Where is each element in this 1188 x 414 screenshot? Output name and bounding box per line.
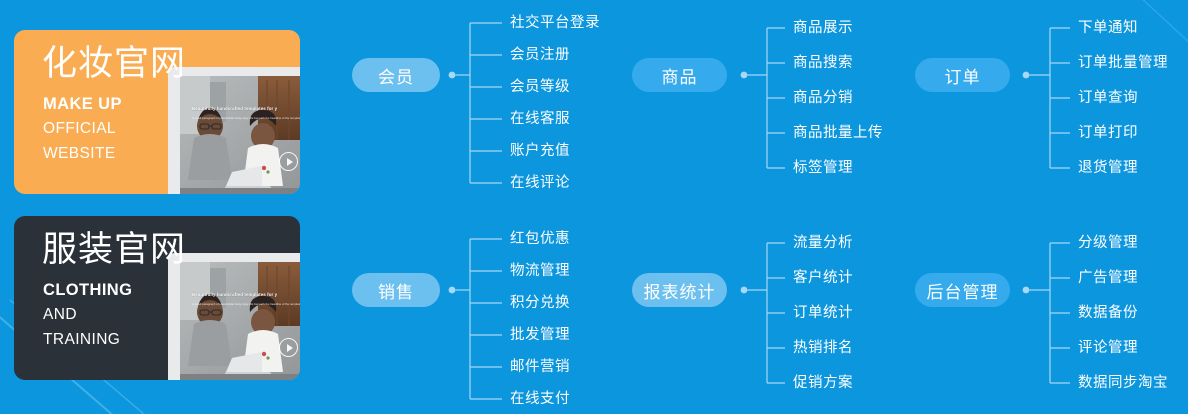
promo-card-clothing[interactable]: Beautifully handcrafted templates for y … — [14, 216, 300, 380]
card-subtitle-line2: OFFICIAL — [43, 120, 116, 137]
mindmap-leaf[interactable]: 账户充值 — [510, 143, 570, 159]
mindmap-leaf[interactable]: 促销方案 — [793, 375, 853, 391]
mindmap-node-label: 会员 — [378, 67, 414, 87]
card-title: 服装官网 — [42, 230, 187, 269]
card-subtitle-line1: CLOTHING — [43, 281, 133, 299]
mindmap-leaf[interactable]: 社交平台登录 — [510, 15, 600, 31]
mindmap-leaf[interactable]: 客户统计 — [793, 270, 853, 286]
mindmap-node-order[interactable]: 订单 — [915, 58, 1010, 92]
mindmap-leaf[interactable]: 数据备份 — [1078, 305, 1138, 321]
mindmap-node-product[interactable]: 商品 — [632, 58, 727, 92]
card-subtitle-line3: TRAINING — [43, 331, 121, 348]
mindmap-node-label: 后台管理 — [926, 282, 999, 302]
mindmap-leaf[interactable]: 商品搜索 — [793, 55, 853, 71]
mindmap-leaf[interactable]: 商品展示 — [793, 20, 853, 36]
card-subtitle: CLOTHING AND TRAINING — [43, 278, 132, 352]
mindmap-leaf[interactable]: 会员等级 — [510, 79, 570, 95]
mindmap-leaf[interactable]: 批发管理 — [510, 327, 570, 343]
mindmap-leaf[interactable]: 会员注册 — [510, 47, 570, 63]
mindmap-leaf[interactable]: 订单查询 — [1078, 90, 1138, 106]
card-title: 化妆官网 — [42, 44, 187, 83]
mockup-photo — [180, 76, 300, 194]
card-subtitle-line2: AND — [43, 306, 77, 323]
mindmap-node-member[interactable]: 会员 — [352, 58, 440, 92]
mockup-body-text: A small paragraph of placeholder body co… — [192, 302, 300, 306]
mindmap-leaf[interactable]: 邮件营销 — [510, 359, 570, 375]
mindmap-leaf[interactable]: 在线支付 — [510, 391, 570, 407]
play-icon[interactable] — [279, 152, 298, 171]
mockup-caption: Beautifully handcrafted templates for y — [192, 292, 278, 297]
mindmap-node-sales[interactable]: 销售 — [352, 273, 440, 307]
mindmap-leaf[interactable]: 订单打印 — [1078, 125, 1138, 141]
card-subtitle-line3: WEBSITE — [43, 145, 116, 162]
mindmap-leaf[interactable]: 商品分销 — [793, 90, 853, 106]
mockup-caption: Beautifully handcrafted templates for y — [192, 106, 278, 111]
card-subtitle-line1: MAKE UP — [43, 95, 122, 113]
mindmap-leaf[interactable]: 积分兑换 — [510, 295, 570, 311]
mindmap-leaf[interactable]: 在线客服 — [510, 111, 570, 127]
mindmap-node-label: 销售 — [378, 282, 414, 302]
play-icon[interactable] — [279, 338, 298, 357]
mindmap-leaf[interactable]: 物流管理 — [510, 263, 570, 279]
mockup-screen: Beautifully handcrafted templates for y … — [180, 76, 300, 194]
mindmap-leaf[interactable]: 广告管理 — [1078, 270, 1138, 286]
mindmap-leaf[interactable]: 红包优惠 — [510, 231, 570, 247]
mindmap-node-report[interactable]: 报表统计 — [632, 273, 727, 307]
mindmap-leaf[interactable]: 热销排名 — [793, 340, 853, 356]
mindmap-leaf[interactable]: 下单通知 — [1078, 20, 1138, 36]
mindmap-leaf[interactable]: 分级管理 — [1078, 235, 1138, 251]
promo-card-makeup[interactable]: Beautifully handcrafted templates for y … — [14, 30, 300, 194]
device-mockup-makeup: Beautifully handcrafted templates for y … — [168, 67, 300, 194]
mindmap-node-admin[interactable]: 后台管理 — [915, 273, 1010, 307]
mockup-photo — [180, 262, 300, 380]
mindmap-leaf[interactable]: 订单统计 — [793, 305, 853, 321]
mindmap-leaf[interactable]: 流量分析 — [793, 235, 853, 251]
mindmap-node-label: 报表统计 — [643, 282, 716, 302]
card-subtitle: MAKE UP OFFICIAL WEBSITE — [43, 92, 122, 166]
mockup-screen: Beautifully handcrafted templates for y … — [180, 262, 300, 380]
mindmap-leaf[interactable]: 数据同步淘宝 — [1078, 375, 1168, 391]
mockup-body-text: A small paragraph of placeholder body co… — [192, 116, 300, 120]
mindmap-leaf[interactable]: 在线评论 — [510, 175, 570, 191]
mindmap-leaf[interactable]: 评论管理 — [1078, 340, 1138, 356]
device-mockup-clothing: Beautifully handcrafted templates for y … — [168, 253, 300, 380]
mindmap-node-label: 订单 — [944, 67, 981, 87]
mindmap-leaf[interactable]: 订单批量管理 — [1078, 55, 1168, 71]
mindmap-leaf[interactable]: 退货管理 — [1078, 160, 1138, 176]
mindmap-leaf[interactable]: 标签管理 — [793, 160, 853, 176]
mindmap-node-label: 商品 — [661, 67, 698, 87]
mindmap-leaf[interactable]: 商品批量上传 — [793, 125, 883, 141]
